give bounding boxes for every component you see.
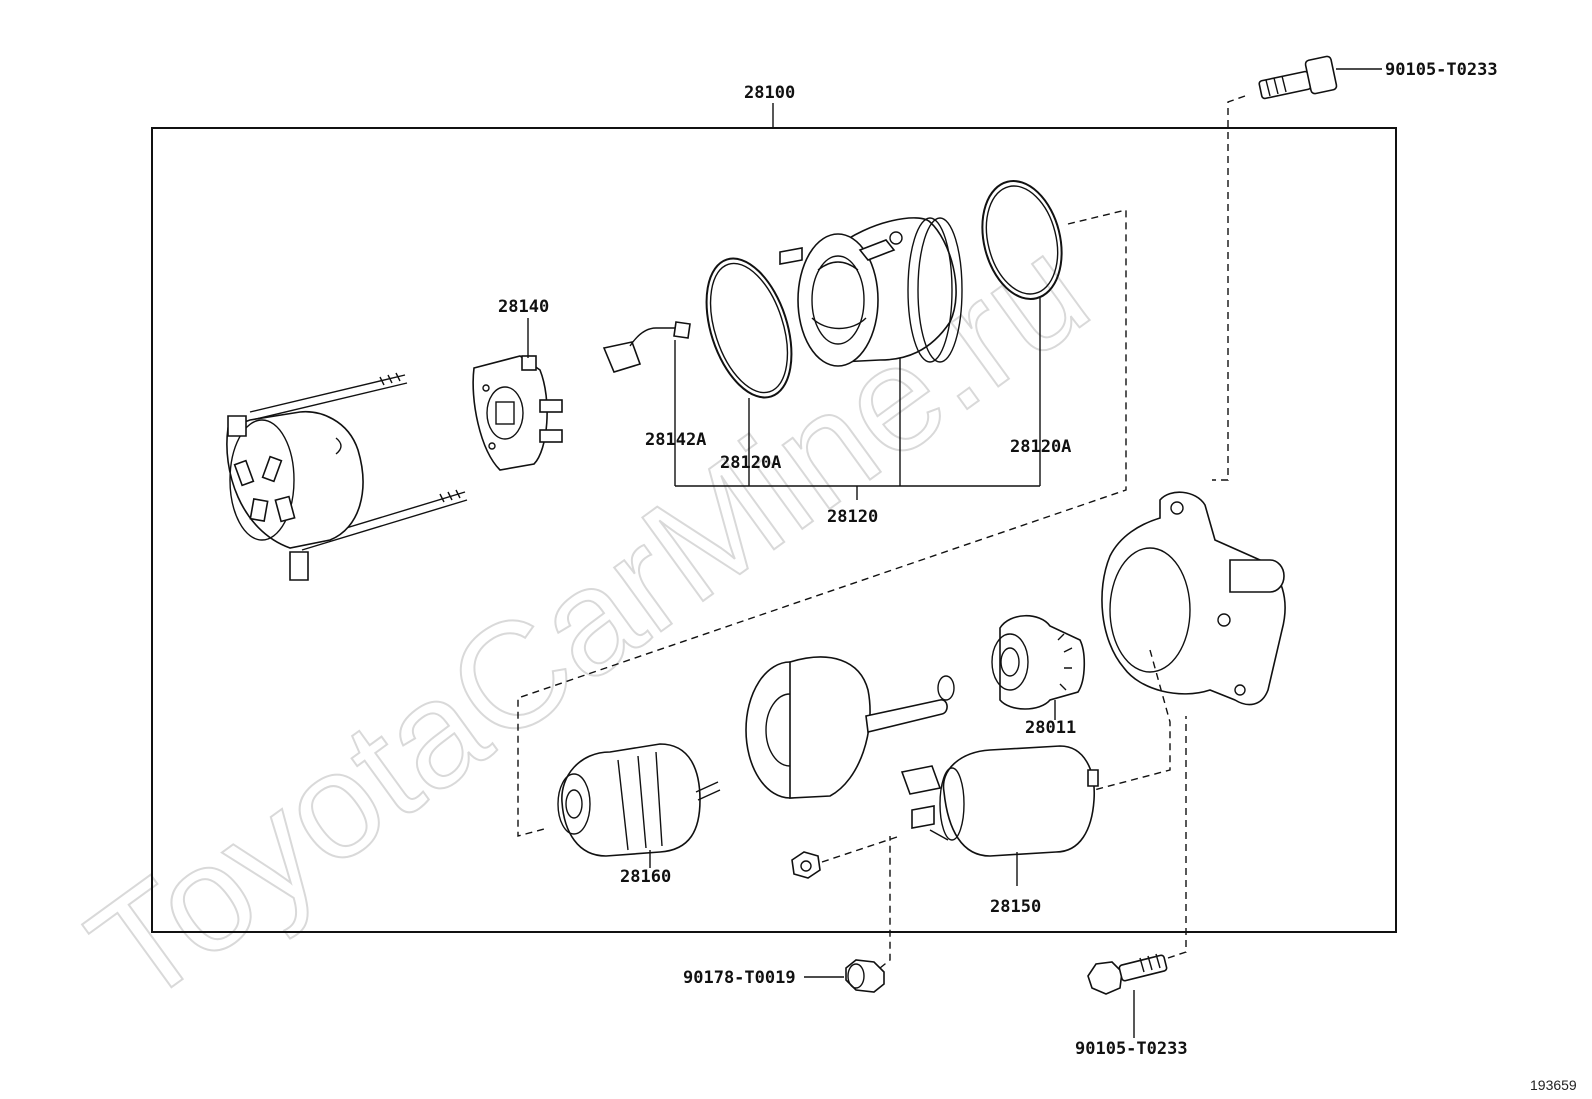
end-frame-icon[interactable] bbox=[226, 372, 468, 581]
label-brush-lead[interactable]: 28142A bbox=[645, 430, 706, 450]
plunger-icon[interactable] bbox=[745, 656, 955, 799]
label-switch[interactable]: 28150 bbox=[990, 897, 1041, 917]
oring-right-icon[interactable] bbox=[971, 173, 1074, 308]
label-nut[interactable]: 90178-T0019 bbox=[683, 968, 796, 988]
small-nut-dashed-path bbox=[821, 835, 901, 863]
armature-icon[interactable] bbox=[557, 743, 721, 857]
pinion-clutch-icon[interactable] bbox=[991, 615, 1086, 710]
brush-lead-icon[interactable] bbox=[602, 321, 691, 373]
small-nut-icon[interactable] bbox=[791, 851, 821, 879]
bolt-top-icon[interactable] bbox=[1258, 55, 1338, 100]
oring-left-inner bbox=[709, 262, 789, 394]
switch-icon[interactable] bbox=[900, 745, 1099, 857]
oring-right-inner bbox=[985, 185, 1059, 295]
nut-icon[interactable] bbox=[845, 959, 885, 993]
label-assembly[interactable]: 28100 bbox=[744, 83, 795, 103]
assembly-frame bbox=[151, 127, 1397, 933]
drawing-id: 193659 bbox=[1530, 1077, 1577, 1093]
bolt-top-dashed-path bbox=[1212, 95, 1246, 481]
label-bolt-bottom[interactable]: 90105-T0233 bbox=[1075, 1039, 1188, 1059]
label-yoke[interactable]: 28120 bbox=[827, 507, 878, 527]
assembly-dashed-path bbox=[517, 209, 1127, 837]
label-pinion-clutch[interactable]: 28011 bbox=[1025, 718, 1076, 738]
housing-dashed-path bbox=[1093, 649, 1171, 791]
label-brush-holder[interactable]: 28140 bbox=[498, 297, 549, 317]
bolt-bottom-icon[interactable] bbox=[1087, 953, 1168, 995]
label-oring-left[interactable]: 28120A bbox=[720, 453, 781, 473]
label-bolt-top[interactable]: 90105-T0233 bbox=[1385, 60, 1498, 80]
label-armature[interactable]: 28160 bbox=[620, 867, 671, 887]
brush-holder-icon[interactable] bbox=[472, 355, 563, 471]
bolt-bottom-dashed-path bbox=[1167, 716, 1187, 959]
nut-dashed-path bbox=[879, 836, 891, 969]
starter-housing-icon[interactable] bbox=[1101, 491, 1286, 706]
oring-left-icon[interactable] bbox=[691, 248, 808, 408]
label-oring-right[interactable]: 28120A bbox=[1010, 437, 1071, 457]
yoke-icon[interactable] bbox=[779, 217, 963, 367]
